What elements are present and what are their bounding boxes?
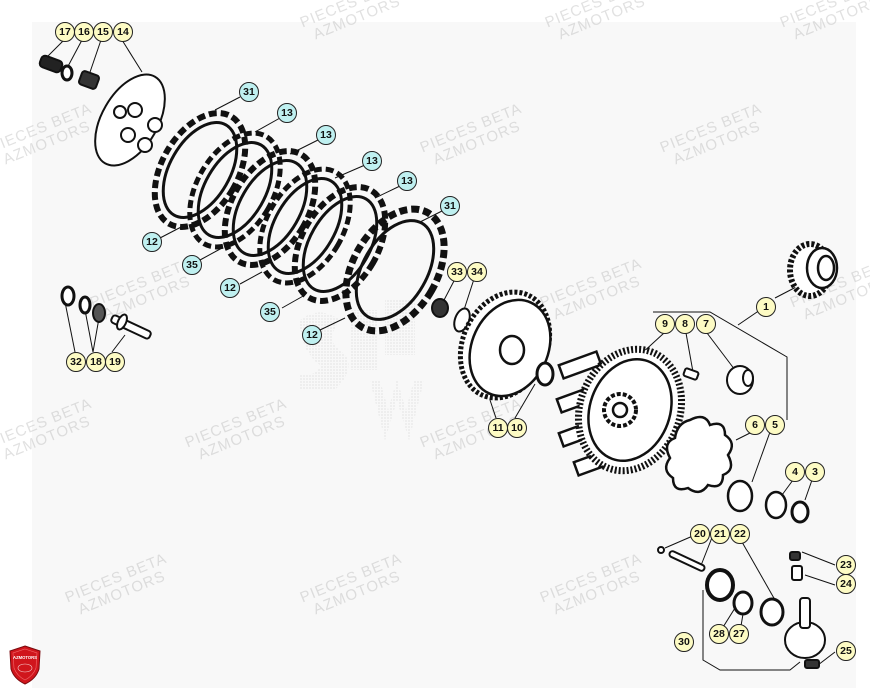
callout-32[interactable]: 32 [66,352,86,372]
callout-9[interactable]: 9 [655,314,675,334]
azmotors-shield-logo: AZMOTORS [9,645,41,685]
callout-13[interactable]: 13 [277,103,297,123]
callout-35[interactable]: 35 [260,302,280,322]
callout-10[interactable]: 10 [507,418,527,438]
callout-23[interactable]: 23 [836,555,856,575]
callout-34[interactable]: 34 [467,262,487,282]
callout-28[interactable]: 28 [709,624,729,644]
callout-13[interactable]: 13 [316,125,336,145]
callout-11[interactable]: 11 [488,418,508,438]
callout-35[interactable]: 35 [182,255,202,275]
callout-30[interactable]: 30 [674,632,694,652]
callout-6[interactable]: 6 [745,415,765,435]
callout-19[interactable]: 19 [105,352,125,372]
callout-17[interactable]: 17 [55,22,75,42]
callout-24[interactable]: 24 [836,574,856,594]
callout-13[interactable]: 13 [397,171,417,191]
callout-21[interactable]: 21 [710,524,730,544]
callout-8[interactable]: 8 [675,314,695,334]
callout-14[interactable]: 14 [113,22,133,42]
callout-33[interactable]: 33 [447,262,467,282]
callout-13[interactable]: 13 [362,151,382,171]
callout-12[interactable]: 12 [302,325,322,345]
callout-1[interactable]: 1 [756,297,776,317]
callout-20[interactable]: 20 [690,524,710,544]
callout-12[interactable]: 12 [220,278,240,298]
callout-31[interactable]: 31 [440,196,460,216]
callout-16[interactable]: 16 [74,22,94,42]
callout-3[interactable]: 3 [805,462,825,482]
callout-7[interactable]: 7 [696,314,716,334]
callout-4[interactable]: 4 [785,462,805,482]
callout-5[interactable]: 5 [765,415,785,435]
callout-25[interactable]: 25 [836,641,856,661]
svg-text:AZMOTORS: AZMOTORS [13,655,37,660]
callout-15[interactable]: 15 [93,22,113,42]
callout-18[interactable]: 18 [86,352,106,372]
damper-plate [664,415,734,494]
callout-31[interactable]: 31 [239,82,259,102]
callout-22[interactable]: 22 [730,524,750,544]
callout-27[interactable]: 27 [729,624,749,644]
background-logo [300,300,424,440]
callout-12[interactable]: 12 [142,232,162,252]
